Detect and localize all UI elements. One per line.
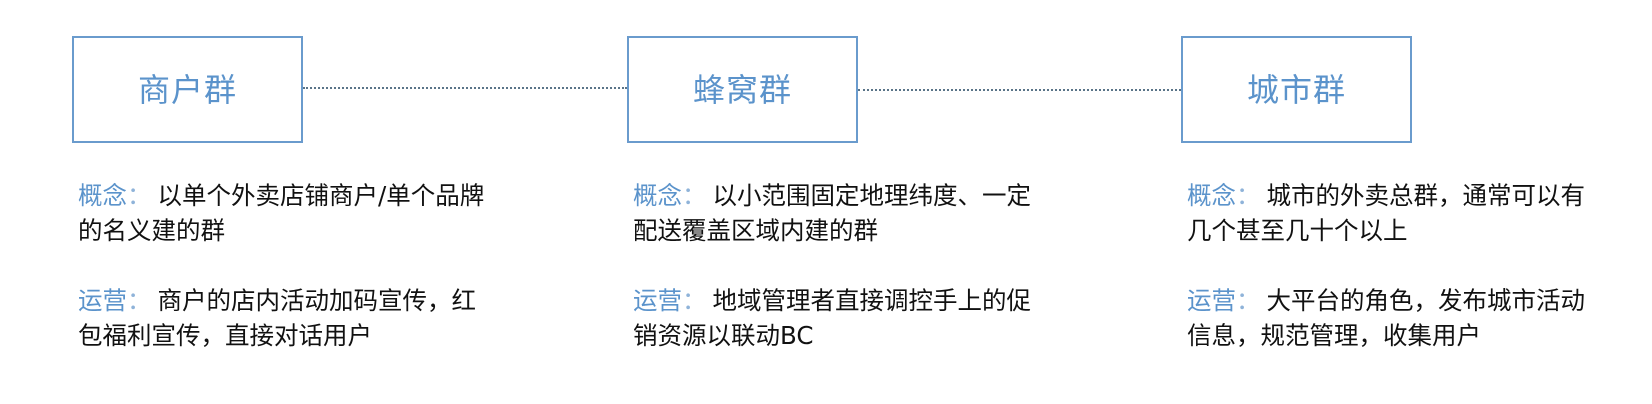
node-description: 概念：城市的外卖总群，通常可以有几个甚至几十个以上 运营：大平台的角色，发布城市… — [1187, 178, 1587, 353]
concept-text: 城市的外卖总群，通常可以有几个甚至几十个以上 — [1187, 181, 1585, 245]
label-colon: ： — [127, 181, 152, 210]
operation-text: 商户的店内活动加码宣传，红包福利宣传，直接对话用户 — [78, 286, 476, 350]
concept-paragraph: 概念：以小范围固定地理纬度、一定配送覆盖区域内建的群 — [633, 178, 1033, 248]
concept-label: 概念 — [633, 181, 682, 210]
concept-text: 以单个外卖店铺商户/单个品牌的名义建的群 — [78, 181, 485, 245]
operation-label: 运营 — [78, 286, 127, 315]
connector-line — [303, 87, 627, 89]
concept-paragraph: 概念：城市的外卖总群，通常可以有几个甚至几十个以上 — [1187, 178, 1587, 248]
label-colon: ： — [682, 286, 707, 315]
node-city-group: 城市群 — [1181, 36, 1412, 143]
concept-paragraph: 概念：以单个外卖店铺商户/单个品牌的名义建的群 — [78, 178, 498, 248]
operation-paragraph: 运营：大平台的角色，发布城市活动信息，规范管理，收集用户 — [1187, 283, 1587, 353]
operation-text: 地域管理者直接调控手上的促销资源以联动BC — [633, 286, 1031, 350]
operation-text: 大平台的角色，发布城市活动信息，规范管理，收集用户 — [1187, 286, 1585, 350]
node-merchant-group: 商户群 — [72, 36, 303, 143]
operation-paragraph: 运营：商户的店内活动加码宣传，红包福利宣传，直接对话用户 — [78, 283, 498, 353]
label-colon: ： — [682, 181, 707, 210]
concept-label: 概念 — [78, 181, 127, 210]
operation-paragraph: 运营：地域管理者直接调控手上的促销资源以联动BC — [633, 283, 1033, 353]
node-description: 概念：以小范围固定地理纬度、一定配送覆盖区域内建的群 运营：地域管理者直接调控手… — [633, 178, 1033, 353]
node-hive-group: 蜂窝群 — [627, 36, 858, 143]
connector-line — [858, 89, 1181, 91]
node-description: 概念：以单个外卖店铺商户/单个品牌的名义建的群 运营：商户的店内活动加码宣传，红… — [78, 178, 498, 353]
label-colon: ： — [127, 286, 152, 315]
concept-label: 概念 — [1187, 181, 1236, 210]
node-title: 商户群 — [137, 70, 237, 109]
operation-label: 运营 — [633, 286, 682, 315]
node-title: 蜂窝群 — [692, 70, 792, 109]
label-colon: ： — [1236, 181, 1261, 210]
operation-label: 运营 — [1187, 286, 1236, 315]
concept-text: 以小范围固定地理纬度、一定配送覆盖区域内建的群 — [633, 181, 1031, 245]
node-title: 城市群 — [1246, 70, 1346, 109]
label-colon: ： — [1236, 286, 1261, 315]
